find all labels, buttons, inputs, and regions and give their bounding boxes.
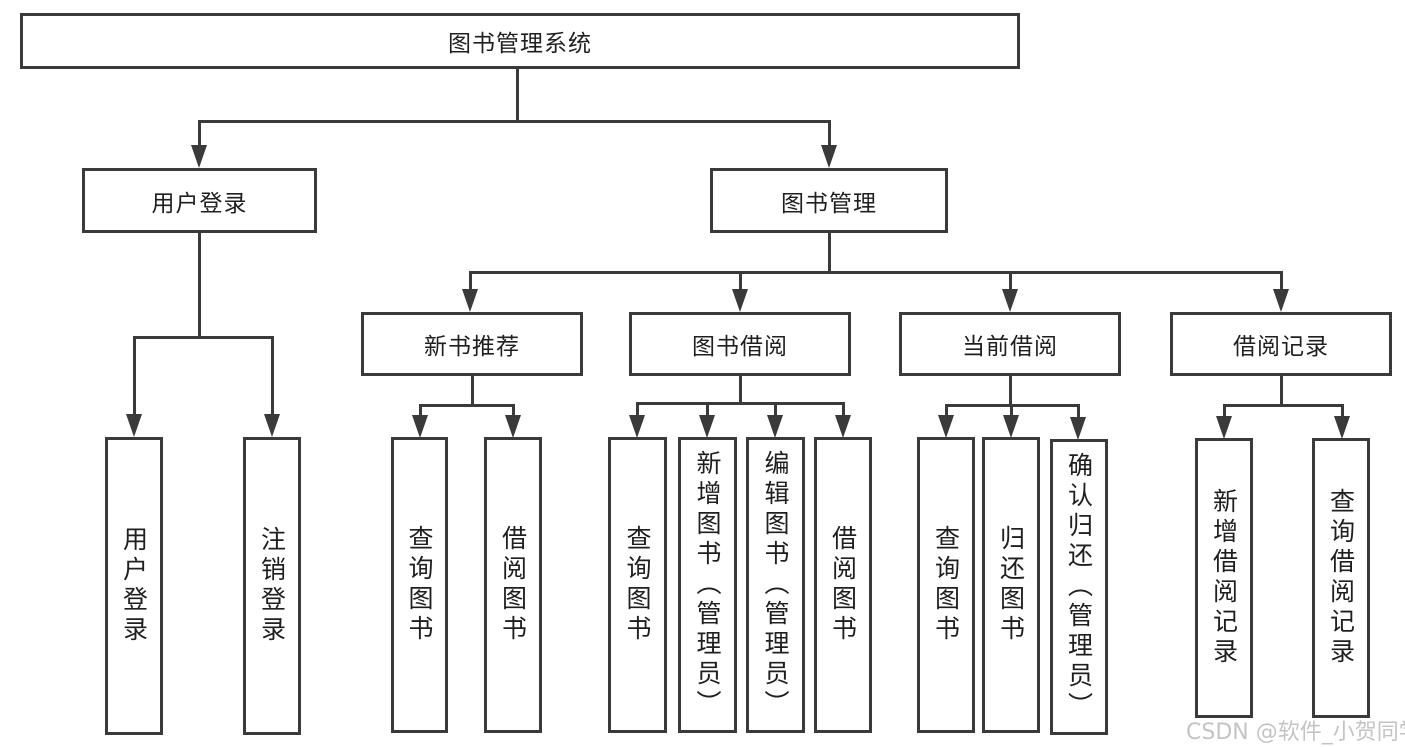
node-label: 注销登录 <box>257 526 287 646</box>
node-leaf-query-books-2: 查询图书 <box>608 437 667 733</box>
connector-line <box>636 402 845 405</box>
node-leaf-edit-books-admin: 编辑图书（管理员） <box>746 437 805 733</box>
connector-line <box>133 336 274 339</box>
arrowhead-icon <box>462 289 478 312</box>
node-label: 确认归还（管理员） <box>1064 452 1094 722</box>
arrowhead-icon <box>767 415 783 438</box>
connector-line <box>774 402 777 416</box>
connector-line <box>828 120 831 148</box>
node-book-management: 图书管理 <box>710 168 948 233</box>
node-label: 编辑图书（管理员） <box>761 450 790 720</box>
arrowhead-icon <box>412 415 428 438</box>
arrowhead-icon <box>191 145 207 168</box>
arrowhead-icon <box>1002 289 1018 312</box>
node-label: 查询图书 <box>405 525 434 645</box>
watermark-text: CSDN @软件_小贺同学 <box>1186 720 1405 745</box>
connector-line <box>828 231 831 274</box>
node-leaf-return-books: 归还图书 <box>982 437 1040 733</box>
connector-line <box>636 402 639 416</box>
connector-line <box>1341 404 1344 418</box>
node-label: 借阅图书 <box>828 525 858 645</box>
node-leaf-query-books-1: 查询图书 <box>391 437 448 733</box>
connector-line <box>198 120 831 123</box>
node-leaf-add-books-admin: 新增图书（管理员） <box>678 437 737 733</box>
connector-line <box>133 336 136 416</box>
node-label: 查询借阅记录 <box>1326 488 1356 668</box>
arrowhead-icon <box>699 415 715 438</box>
node-label: 新增图书（管理员） <box>693 450 722 720</box>
node-leaf-query-borrow-record: 查询借阅记录 <box>1312 438 1370 718</box>
node-label: 图书管理 <box>781 190 877 217</box>
connector-line <box>471 374 474 407</box>
connector-line <box>419 404 422 418</box>
connector-line <box>1077 404 1080 418</box>
connector-line <box>842 402 845 416</box>
arrowhead-icon <box>938 415 954 438</box>
arrowhead-icon <box>629 415 645 438</box>
connector-line <box>1223 404 1226 418</box>
connector-line <box>516 68 519 122</box>
node-label: 新增借阅记录 <box>1209 488 1239 668</box>
node-root: 图书管理系统 <box>20 13 1020 69</box>
connector-line <box>1010 404 1013 418</box>
arrowhead-icon <box>505 415 521 438</box>
arrowhead-icon <box>1003 415 1019 438</box>
node-label: 归还图书 <box>996 525 1026 645</box>
connector-line <box>271 336 274 416</box>
connector-line <box>1009 271 1012 293</box>
connector-line <box>419 404 515 407</box>
connector-line <box>198 231 201 339</box>
arrowhead-icon <box>821 145 837 168</box>
arrowhead-icon <box>835 415 851 438</box>
connector-line <box>739 271 742 293</box>
node-leaf-borrow-books-2: 借阅图书 <box>814 437 872 733</box>
connector-line <box>1280 374 1283 407</box>
node-leaf-confirm-return-admin: 确认归还（管理员） <box>1050 439 1108 735</box>
node-label: 用户登录 <box>151 190 248 217</box>
arrowhead-icon <box>1216 416 1232 439</box>
connector-line <box>469 271 1282 274</box>
node-label: 用户登录 <box>119 526 149 646</box>
node-label: 图书借阅 <box>692 334 788 360</box>
connector-line <box>706 402 709 416</box>
arrowhead-icon <box>1334 416 1350 439</box>
node-current-borrowing: 当前借阅 <box>899 312 1121 376</box>
arrowhead-icon <box>126 414 142 437</box>
connector-line <box>739 374 742 405</box>
connector-line <box>198 120 201 148</box>
node-label: 借阅图书 <box>498 525 528 645</box>
node-label: 借阅记录 <box>1233 334 1329 360</box>
node-label: 图书管理系统 <box>448 31 592 57</box>
node-label: 查询图书 <box>623 525 652 645</box>
node-new-book-recommend: 新书推荐 <box>361 312 583 376</box>
connector-line <box>1280 271 1283 293</box>
node-label: 新书推荐 <box>424 334 520 360</box>
node-label: 当前借阅 <box>962 334 1058 360</box>
arrowhead-icon <box>1070 417 1086 440</box>
node-book-borrowing: 图书借阅 <box>629 312 851 376</box>
node-borrowing-records: 借阅记录 <box>1170 312 1392 376</box>
node-leaf-query-books-3: 查询图书 <box>917 437 975 733</box>
connector-line <box>1223 404 1344 407</box>
node-leaf-add-borrow-record: 新增借阅记录 <box>1195 438 1253 718</box>
node-leaf-logout: 注销登录 <box>243 437 301 735</box>
node-user-login: 用户登录 <box>82 168 317 233</box>
arrowhead-icon <box>264 414 280 437</box>
connector-line <box>469 271 472 293</box>
node-leaf-borrow-books-1: 借阅图书 <box>484 437 542 733</box>
arrowhead-icon <box>1273 289 1289 312</box>
connector-line <box>1009 374 1012 407</box>
node-label: 查询图书 <box>931 525 961 645</box>
connector-line <box>945 404 948 418</box>
arrowhead-icon <box>732 289 748 312</box>
node-leaf-user-login: 用户登录 <box>105 437 163 735</box>
connector-line <box>512 404 515 418</box>
